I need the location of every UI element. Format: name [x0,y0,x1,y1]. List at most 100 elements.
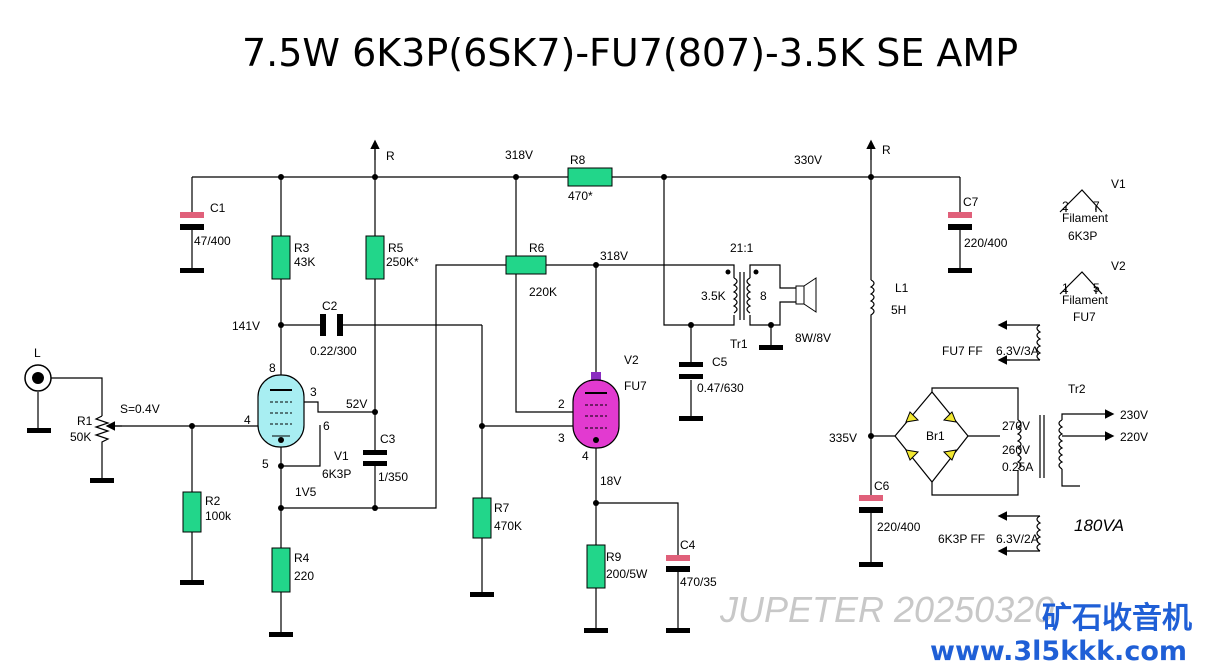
label-270v: 270V [1002,419,1030,433]
label-v2-type: FU7 [624,379,647,393]
label-6k3p-ff-value: 6.3V/2A [996,532,1039,546]
label-r5-value: 250K* [386,255,419,269]
label-230v: 230V [1120,408,1148,422]
label-r4-value: 220 [294,569,314,583]
label-c5: C5 [712,355,728,369]
label-pin5: 5 [262,457,269,471]
label-pin3: 3 [310,385,317,399]
tube-v2-fu7 [572,372,620,449]
label-r1: R1 [77,414,93,428]
label-52v: 52V [346,397,367,411]
fil-v2-label: V2 [1111,259,1126,273]
label-r9: R9 [606,550,622,564]
potentiometer-r1 [94,415,122,445]
choke-l1 [869,279,875,318]
label-180va: 180VA [1074,516,1124,535]
label-r-left: R [386,149,395,163]
label-secondary: 8 [760,289,767,303]
label-v1: V1 [334,449,349,463]
label-18v: 18V [600,474,621,488]
label-c7: C7 [963,195,979,209]
label-025a: 0.25A [1002,460,1033,474]
label-318v-top: 318V [505,148,533,162]
label-v2-pin4: 4 [582,449,589,463]
label-r6: R6 [529,241,545,255]
label-1v5: 1V5 [295,485,317,499]
label-r7-value: 470K [494,519,522,533]
junctions [189,174,874,511]
label-c7-value: 220/400 [964,236,1008,250]
label-r3: R3 [294,241,310,255]
label-ratio: 21:1 [730,241,754,255]
ground-symbols [27,268,972,637]
capacitor-c3 [363,450,387,466]
fil-v1-type: 6K3P [1068,229,1097,243]
label-c2-value: 0.22/300 [310,344,357,358]
label-c4-value: 470/35 [680,575,717,589]
label-c6-value: 220/400 [877,520,921,534]
fil-v1-pin-b: 7 [1093,199,1100,213]
label-v2: V2 [624,353,639,367]
fil-v2-pin-a: 1 [1062,281,1069,295]
label-r9-value: 200/5W [606,567,648,581]
label-r2-value: 100k [205,509,232,523]
label-318v-plate: 318V [600,249,628,263]
bridge-rectifier-br1 [894,391,969,483]
label-c6: C6 [874,479,890,493]
label-primary: 3.5K [701,289,726,303]
resistor-r4 [271,547,291,593]
label-r2: R2 [205,494,221,508]
label-220v: 220V [1120,430,1148,444]
resistor-r2 [182,491,202,533]
resistor-r6 [505,255,547,275]
capacitor-c4 [666,555,690,572]
label-r7: R7 [494,501,510,515]
labels: L R1 50K S=0.4V R2 100k C1 47/400 R3 43K… [34,143,1148,589]
capacitor-c6 [859,495,883,513]
fil-v2-pin-b: 5 [1093,281,1100,295]
label-r5: R5 [388,241,404,255]
label-tr1: Tr1 [730,337,748,351]
label-c3: C3 [380,432,396,446]
label-335v: 335V [829,431,857,445]
fil-v1-pin-a: 2 [1062,199,1069,213]
fil-v2-word: Filament [1062,293,1109,307]
label-c5-value: 0.47/630 [697,381,744,395]
resistor-r5 [365,235,385,280]
input-label: L [34,346,41,360]
label-141v: 141V [232,319,260,333]
label-v2-pin3: 3 [558,431,565,445]
label-c1-value: 47/400 [194,234,231,248]
filament-pinout-v1 [1059,189,1103,213]
capacitor-c5 [679,362,703,379]
resistor-r3 [271,235,291,280]
tube-v1-6k3p [257,374,305,448]
input-jack-icon [24,364,52,392]
label-330v: 330V [794,153,822,167]
label-r-right: R [882,143,891,157]
filament-pinout-v2 [1059,271,1103,295]
speaker-icon [795,277,817,313]
resistor-r9 [586,544,606,589]
label-r1-value: 50K [70,430,91,444]
label-tr2: Tr2 [1068,382,1086,396]
label-pin8: 8 [269,361,276,375]
label-r6-value: 220K [529,285,557,299]
fil-v2-type: FU7 [1073,310,1096,324]
label-260v: 260V [1002,443,1030,457]
label-v2-pin2: 2 [558,397,565,411]
resistor-r8 [567,167,613,187]
wires [37,148,1019,634]
label-l1-value: 5H [891,303,906,317]
diagram-title: 7.5W 6K3P(6SK7)-FU7(807)-3.5K SE AMP [242,31,1018,75]
label-sensitivity: S=0.4V [120,402,160,416]
brand-chinese-text: 矿石收音机 [1042,601,1192,636]
capacitor-c1 [180,212,204,230]
label-6k3p-ff: 6K3P FF [938,532,985,546]
fil-v1-word: Filament [1062,211,1109,225]
label-v1-type: 6K3P [322,467,351,481]
label-l1: L1 [895,281,909,295]
label-r3-value: 43K [294,255,315,269]
label-c4: C4 [680,538,696,552]
